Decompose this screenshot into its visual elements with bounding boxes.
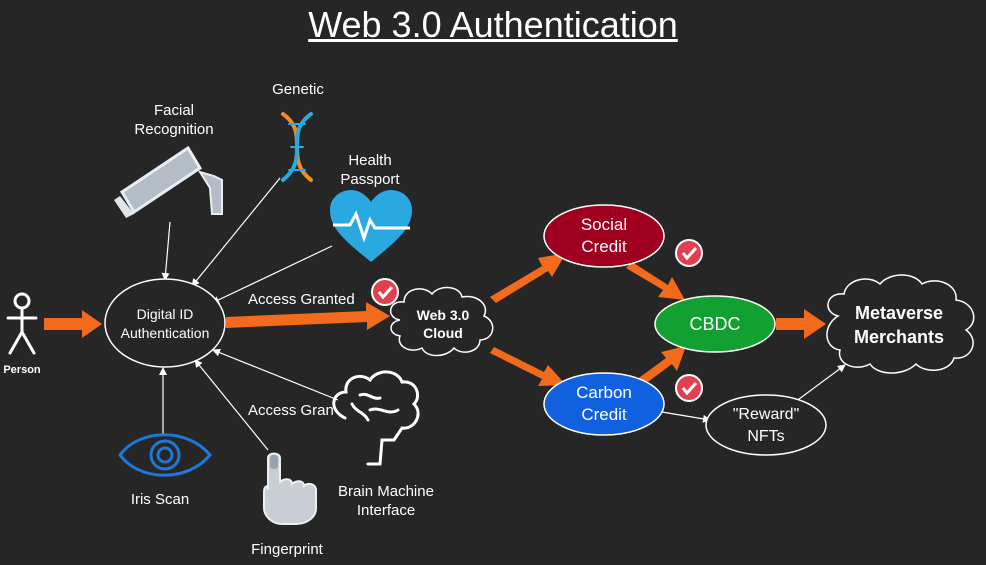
reward-nfts-line1: "Reward": [733, 406, 800, 423]
connector-brain-to-id: [212, 348, 339, 401]
arrow-social-to-cbdc: [626, 262, 685, 300]
facial-recognition-label: Facial Recognition: [134, 102, 214, 138]
digital-id-node: Digital ID Authentication: [104, 278, 226, 368]
arrow-person-to-id: [44, 310, 102, 338]
connector-health-to-id: [211, 245, 333, 304]
social-credit-line2: Credit: [581, 237, 627, 256]
genetic-label: Genetic: [272, 81, 324, 98]
metaverse-merchants-node: Metaverse Merchants: [826, 274, 975, 374]
person-icon: [6, 292, 38, 355]
access-granted-bottom-label: Access Granted: [248, 402, 334, 419]
diagram-title: Web 3.0 Authentication: [308, 4, 678, 45]
web3-cloud-node: Web 3.0 Cloud: [390, 286, 494, 357]
connector-facial-to-id: [161, 221, 171, 281]
connector-fingerprint-to-id: [194, 359, 269, 451]
connector-carbon-to-nfts: [661, 411, 711, 423]
arrow-cloud-to-social: [490, 253, 566, 303]
arrow-id-to-cloud: [226, 302, 390, 330]
iris-scan-label: Iris Scan: [130, 491, 190, 508]
cbdc-node: CBDC: [654, 295, 776, 353]
web3-cloud-line2: Cloud: [423, 325, 463, 341]
web3-cloud-line1: Web 3.0: [417, 307, 470, 323]
brain-icon: [332, 370, 420, 466]
reward-nfts-line2: NFTs: [747, 428, 784, 445]
thin-connectors: [159, 177, 846, 451]
carbon-credit-line2: Credit: [581, 405, 627, 424]
check-badge-icon: [675, 239, 703, 267]
cbdc-label: CBDC: [689, 314, 740, 334]
arrow-cbdc-to-metaverse: [776, 309, 826, 339]
digital-id-line2: Authentication: [121, 325, 210, 341]
person-label: Person: [3, 364, 41, 376]
reward-nfts-node: "Reward" NFTs: [705, 394, 827, 456]
security-camera-icon: [114, 145, 223, 218]
carbon-credit-node: Carbon Credit: [543, 372, 665, 436]
digital-id-line1: Digital ID: [137, 306, 194, 322]
social-credit-line1: Social: [581, 215, 627, 234]
brain-machine-interface-label: Brain Machine Interface: [338, 483, 434, 519]
eye-icon: [118, 433, 212, 477]
heart-pulse-icon: [330, 190, 412, 262]
social-credit-node: Social Credit: [543, 204, 665, 268]
fingerprint-hand-icon: [263, 452, 317, 525]
connector-genetic-to-id: [191, 177, 281, 287]
carbon-credit-line1: Carbon: [576, 383, 632, 402]
metaverse-line2: Merchants: [854, 327, 944, 347]
fingerprint-label: Fingerprint: [251, 541, 323, 558]
connector-nfts-to-metaverse: [794, 364, 846, 403]
metaverse-line1: Metaverse: [855, 303, 943, 323]
check-badge-icon: [675, 374, 703, 402]
orange-arrows: [44, 253, 826, 387]
arrow-cloud-to-carbon: [490, 347, 566, 386]
access-granted-top-label: Access Granted: [248, 291, 355, 308]
check-badge-icon: [371, 278, 399, 306]
health-passport-label: Health Passport: [340, 152, 400, 188]
dna-icon: [281, 112, 313, 182]
arrow-carbon-to-cbdc: [636, 346, 686, 387]
